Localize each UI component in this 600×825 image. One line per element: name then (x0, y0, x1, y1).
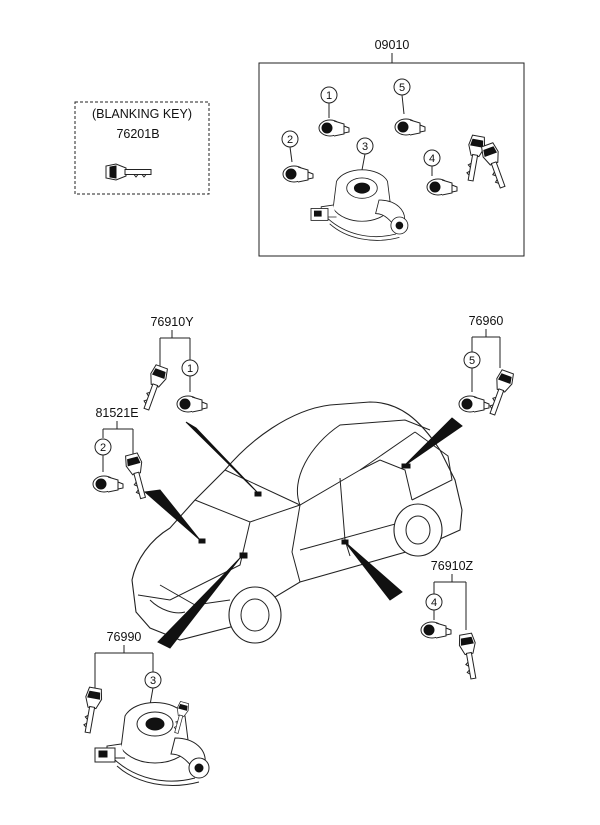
kit-door-cylinder (318, 119, 350, 137)
front-door-key (138, 363, 170, 413)
ignition-key (79, 686, 104, 735)
front-door-part-number: 76910Y (150, 315, 194, 329)
tailgate-key (484, 368, 516, 418)
sliding-door-key (457, 632, 482, 681)
ignition-part-number: 76990 (107, 630, 142, 644)
blanking-key-group: (BLANKING KEY) 76201B (74, 101, 210, 195)
leader-wedges (143, 417, 463, 649)
hood-part-number: 81521E (95, 406, 138, 420)
svg-text:4: 4 (429, 153, 435, 165)
svg-text:2: 2 (287, 134, 293, 146)
svg-text:1: 1 (187, 363, 193, 375)
blanking-key-title: (BLANKING KEY) (92, 107, 192, 121)
kit-hood-cylinder (282, 165, 314, 183)
blanking-key (105, 163, 152, 181)
hood-cylinder (92, 475, 124, 493)
blanking-key-part-number: 76201B (116, 127, 159, 141)
sliding-door-cylinder (420, 621, 452, 639)
tailgate-cylinder (458, 395, 490, 413)
svg-text:5: 5 (399, 82, 405, 94)
tailgate-part-number: 76960 (469, 314, 504, 328)
kit-key-b (479, 141, 511, 191)
svg-text:4: 4 (431, 597, 437, 609)
ignition-switch (94, 702, 210, 786)
sliding-door-part-number: 76910Z (431, 559, 474, 573)
tailgate-lock-group: 76960 5 (458, 314, 516, 418)
blanking-key-box (74, 101, 210, 195)
svg-text:3: 3 (150, 675, 156, 687)
kit-ignition-switch (310, 169, 409, 241)
front-door-lock-group: 76910Y 1 (138, 315, 208, 413)
svg-text:2: 2 (100, 442, 106, 454)
kit-assembly: 09010 1 2 5 3 4 (258, 38, 525, 257)
kit-part-number: 09010 (375, 38, 410, 52)
svg-text:5: 5 (469, 355, 475, 367)
kit-sliding-door-cylinder (426, 178, 458, 196)
sliding-door-lock-group: 76910Z 4 (420, 559, 482, 681)
vehicle-outline (131, 401, 463, 644)
svg-text:3: 3 (362, 141, 368, 153)
kit-box (258, 62, 525, 257)
front-door-cylinder (176, 395, 208, 413)
kit-tailgate-cylinder (394, 118, 426, 136)
kit-key-a (462, 134, 487, 183)
hood-lock-group: 81521E 2 (92, 406, 152, 501)
ignition-lock-group: 76990 3 (79, 630, 210, 786)
svg-text:1: 1 (326, 90, 332, 102)
